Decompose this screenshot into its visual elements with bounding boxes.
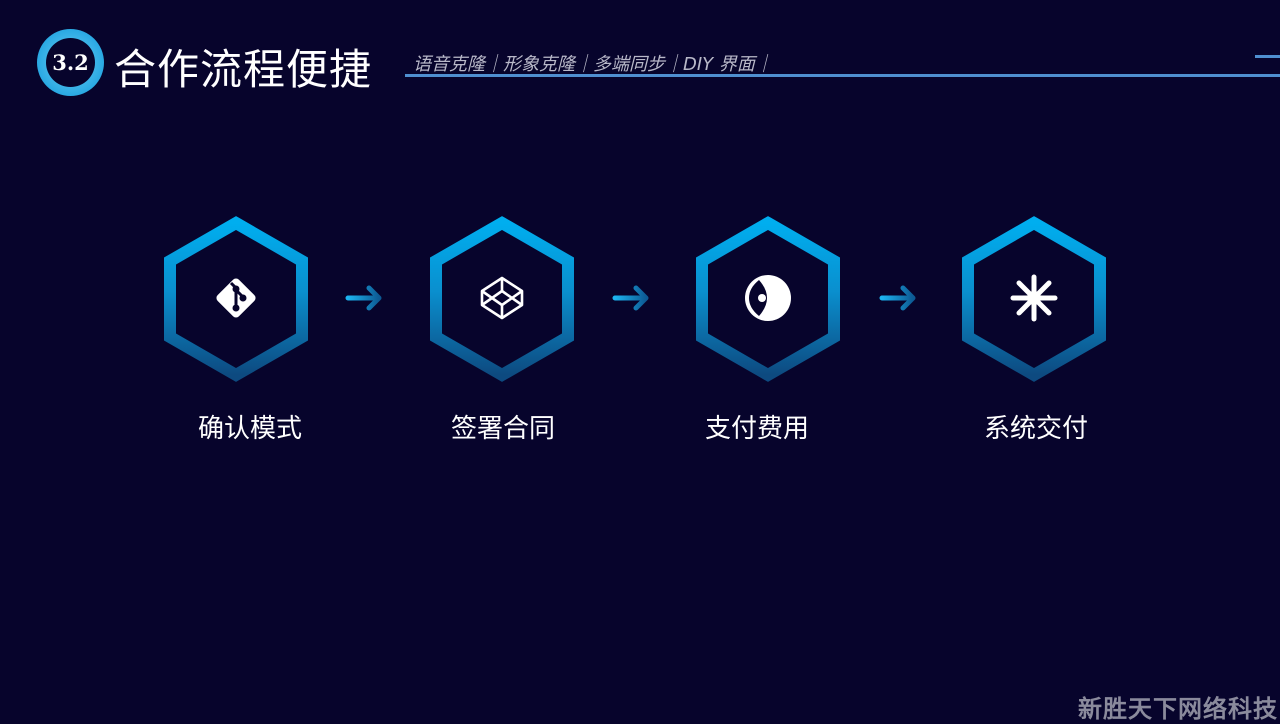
hexagon-frame (430, 216, 574, 382)
codepen-icon (480, 276, 524, 320)
hexagon-frame (962, 216, 1106, 382)
header-divider-tick (1255, 55, 1280, 58)
watermark: 新胜天下网络科技 (1078, 695, 1278, 723)
step-confirm-mode (161, 216, 311, 382)
step-label: 系统交付 (983, 414, 1088, 444)
page-subtitle: 语音克隆｜形象克隆｜多端同步｜DIY 界面｜ (413, 54, 773, 75)
header-divider (405, 74, 1280, 77)
page-title: 合作流程便捷 (114, 45, 373, 94)
hexagon-frame (696, 216, 840, 382)
step-label: 支付费用 (704, 414, 809, 444)
step-label: 签署合同 (450, 414, 555, 444)
eye-circle-icon (745, 275, 791, 321)
section-badge: 3.2 (37, 29, 104, 96)
git-icon (216, 278, 256, 318)
step-sign-contract (427, 216, 577, 382)
arrow-right-icon (612, 285, 649, 311)
arrow-right-icon (879, 285, 916, 311)
asterisk-icon (1010, 274, 1058, 322)
hexagon-frame (164, 216, 308, 382)
step-label: 确认模式 (197, 414, 302, 444)
arrow-right-icon (345, 285, 382, 311)
section-number: 3.2 (46, 38, 95, 87)
step-system-delivery (959, 216, 1109, 382)
step-pay-fee (693, 216, 843, 382)
